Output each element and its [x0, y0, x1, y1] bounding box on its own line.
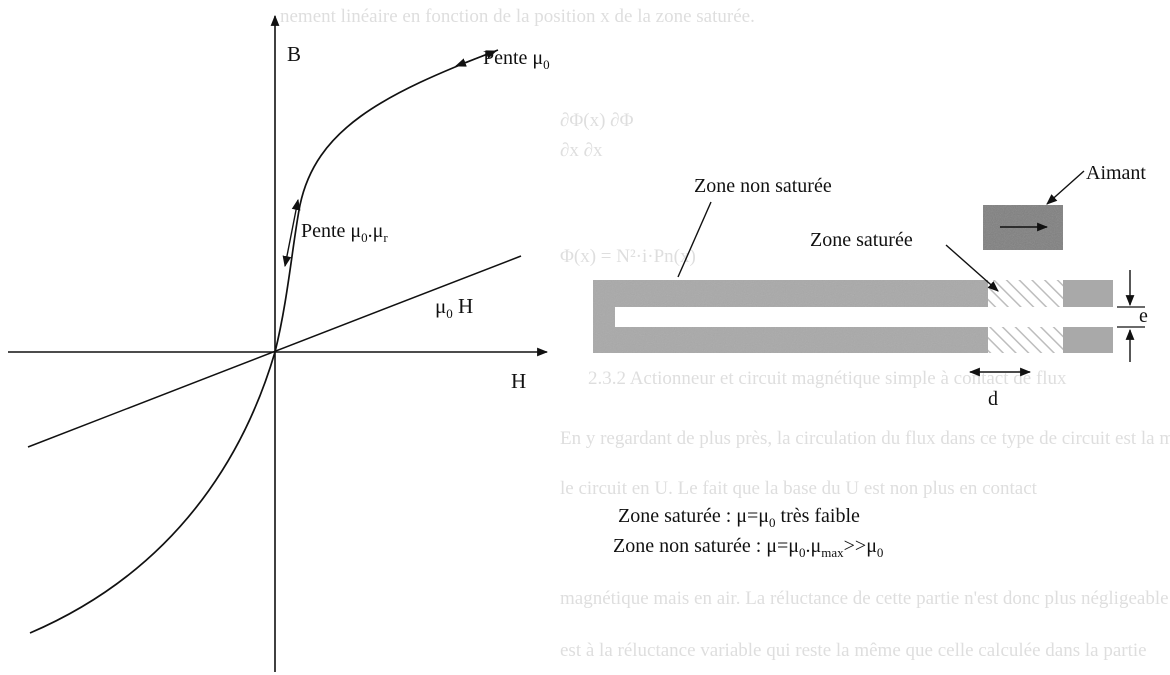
magnet-leader	[1046, 170, 1085, 205]
axis-h-label: H	[511, 369, 526, 393]
ghost-paragraph-3: magnétique mais en air. La réluctance de…	[560, 588, 1170, 609]
magnetic-circuit: Aimant Zone non saturée Zone saturée e d	[593, 162, 1148, 410]
bh-diagram: B H Pente μ0 Pente μ0.μr μ0 H	[8, 14, 550, 672]
vacuum-line-label: μ0 H	[435, 294, 473, 321]
distance-label: d	[988, 388, 998, 410]
legend-saturated: Zone saturée : μ=μ0 très faible	[618, 505, 860, 530]
saturated-zone-label: Zone saturée	[810, 229, 913, 251]
ghost-paragraph-1: En y regardant de plus près, la circulat…	[560, 428, 1170, 449]
ghost-caption: 2.3.2 Actionneur et circuit magnétique s…	[588, 368, 1067, 389]
axis-b-label: B	[287, 42, 301, 66]
slope-linear-label: Pente μ0.μr	[301, 220, 388, 245]
u-core-tips	[1063, 280, 1113, 353]
unsaturated-zone-label: Zone non saturée	[694, 175, 832, 197]
ghost-equation-1b: ∂x ∂x	[560, 140, 603, 161]
slope-saturation-label: Pente μ0	[483, 47, 550, 72]
slope-arrow-lower	[282, 198, 301, 268]
ghost-equation-2: Φ(x) = N²·i·Pn(x)	[560, 246, 696, 267]
ghost-paragraph-4: est à la réluctance variable qui reste l…	[560, 640, 1147, 661]
ghost-equation-1: ∂Φ(x) ∂Φ	[560, 110, 634, 131]
u-core	[593, 280, 988, 353]
legend: Zone saturée : μ=μ0 très faible Zone non…	[613, 505, 883, 560]
bh-curve	[29, 49, 499, 634]
legend-unsaturated: Zone non saturée : μ=μ0.μmax>>μ0	[613, 535, 883, 560]
saturated-leader	[945, 244, 999, 292]
saturated-zone	[988, 280, 1063, 353]
ghost-line-top: nement linéaire en fonction de la positi…	[280, 6, 755, 27]
magnet-label: Aimant	[1086, 162, 1146, 184]
unsaturated-leader	[677, 201, 712, 278]
slope-arrow-upper	[454, 50, 498, 67]
ghost-paragraph-2: le circuit en U. Le fait que la base du …	[560, 478, 1037, 499]
thickness-label: e	[1139, 305, 1148, 327]
